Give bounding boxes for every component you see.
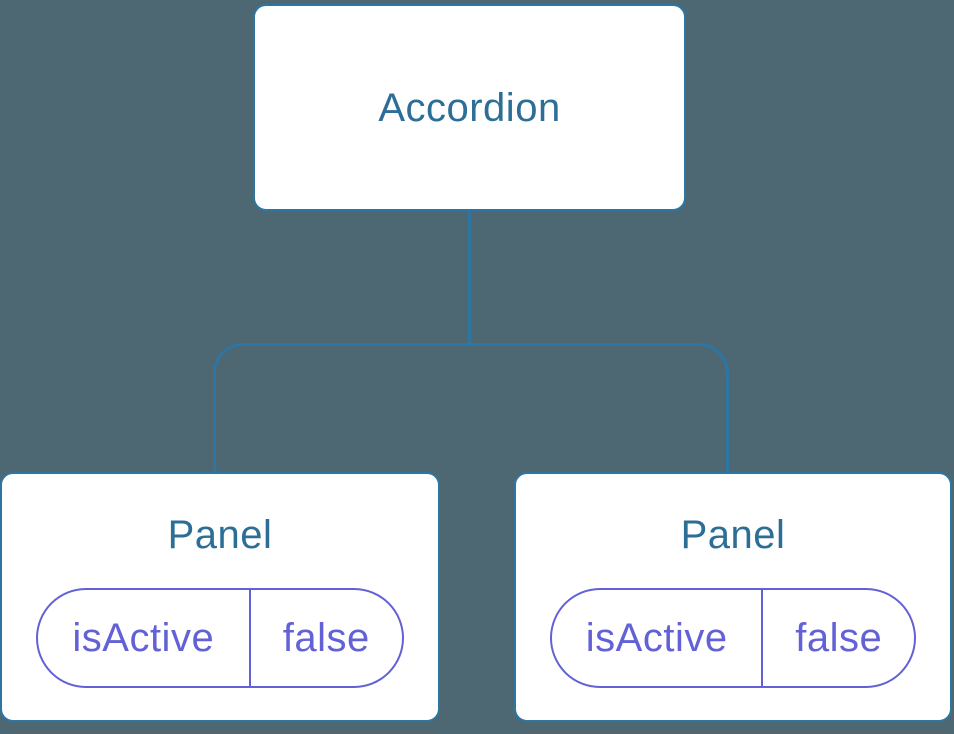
tree-connector-stem [468, 209, 471, 345]
state-key: isActive [552, 590, 764, 686]
accordion-node: Accordion [253, 4, 686, 211]
panel-node-left: Panel isActive false [0, 472, 440, 722]
state-value: false [282, 615, 370, 660]
accordion-node-label: Accordion [378, 85, 561, 130]
panel-node-right: Panel isActive false [514, 472, 952, 722]
panel-node-label: Panel [680, 513, 786, 557]
state-pill: isActive false [550, 588, 916, 688]
state-value: false [795, 615, 883, 660]
state-pill: isActive false [36, 588, 404, 688]
tree-connector-branches [213, 343, 729, 474]
panel-node-label: Panel [167, 513, 273, 557]
state-key: isActive [38, 590, 251, 686]
